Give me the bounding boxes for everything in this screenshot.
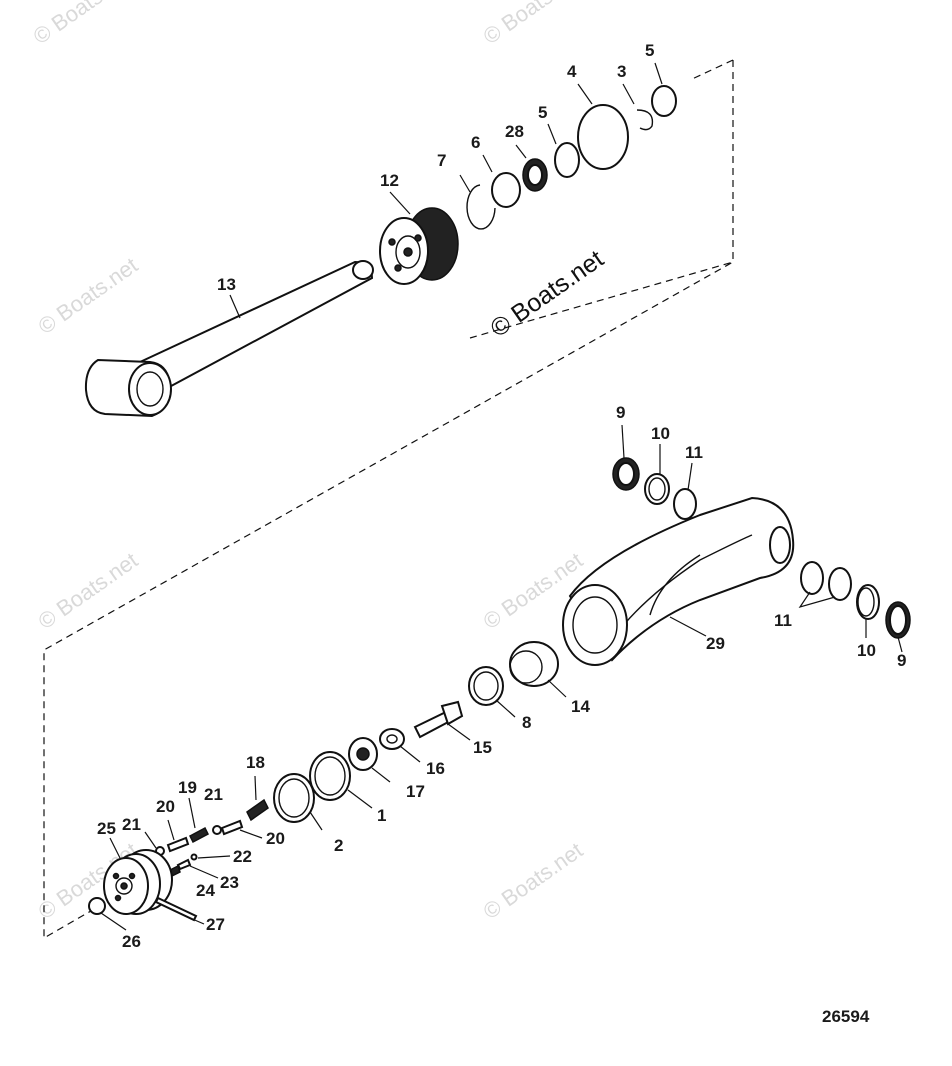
callout-7: 7 [437,151,446,170]
callout-12: 12 [380,171,399,190]
ball-21 [212,825,222,835]
callout-4: 4 [567,62,577,81]
callout-29: 29 [706,634,725,653]
callout-19: 19 [178,778,197,797]
callout-28: 28 [505,122,524,141]
watermark: © Boats.net [479,837,588,924]
pin-20b [166,836,190,853]
callout-25: 25 [97,819,116,838]
watermark: © Boats.net [479,0,588,49]
parts-26-27 [88,896,205,931]
ball-22 [190,853,198,861]
callout-8: 8 [522,713,531,732]
spring-18 [246,798,269,822]
o-ring-4 [577,104,629,170]
watermark: © Boats.net [29,0,138,49]
callout-labels: 2 1 3 4 5 5 6 7 8 9 9 10 10 11 11 12 13 … [97,41,906,951]
parts-14-8 [468,641,567,718]
callout-11b: 11 [774,611,792,630]
snap-ring-7 [466,184,496,230]
watermark: © Boats.net [34,547,143,634]
callout-3: 3 [617,62,626,81]
cylinder-29 [562,496,795,666]
piston-head-12 [379,191,459,285]
rings-upper-right [612,424,697,520]
ring-5b [651,85,677,117]
parts-15-16-17 [348,700,471,783]
rings-upper [459,62,677,230]
o-rings-1-2 [273,751,373,831]
assembly-dashed-outline [43,59,734,940]
copyright-label: © Boats.net [485,245,608,343]
callout-20: 20 [156,797,175,816]
snap-ring-3 [636,109,654,131]
valve-small-parts [144,775,269,880]
callout-21: 21 [122,815,141,834]
callout-9: 9 [616,403,625,422]
piston-rod-13 [84,260,374,418]
ring-5 [554,142,580,178]
callout-27: 27 [206,915,225,934]
callout-1b: 1 [377,806,386,825]
ring-6 [491,172,521,208]
callout-13: 13 [217,275,236,294]
callout-5: 5 [645,41,654,60]
callout-26: 26 [122,932,141,951]
valve-body-25 [103,837,173,915]
pin-23 [176,858,192,871]
callout-15: 15 [473,738,492,757]
drawing-number: 26594 [822,1007,870,1026]
callout-10: 10 [651,424,670,443]
callout-17: 17 [406,782,425,801]
callout-20b: 20 [266,829,285,848]
callout-16: 16 [426,759,445,778]
callout-18: 18 [246,753,265,772]
rings-lower-right [798,561,911,653]
callout-5b: 5 [538,103,547,122]
callout-23: 23 [220,873,239,892]
callout-1: 2 [334,836,343,855]
callout-22: 22 [233,847,252,866]
pin-20 [220,819,244,836]
callout-6: 6 [471,133,480,152]
watermark: © Boats.net [34,252,143,339]
callout-11: 11 [685,443,703,462]
spring-19 [189,826,209,844]
callout-14: 14 [571,697,590,716]
callout-10b: 10 [857,641,876,660]
callout-21b: 21 [204,785,223,804]
callout-24: 24 [196,881,215,900]
callout-9b: 9 [897,651,906,670]
